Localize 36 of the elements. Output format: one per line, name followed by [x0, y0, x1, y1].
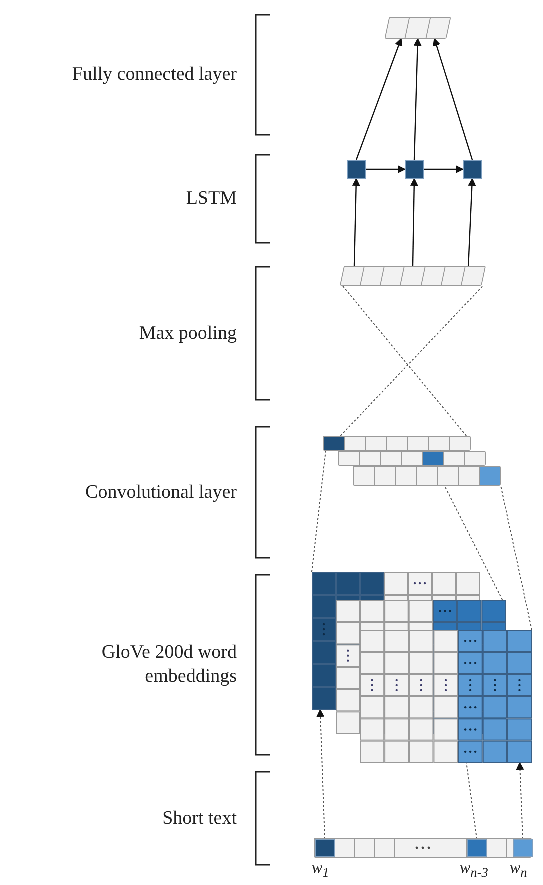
- arrow: [356, 38, 403, 160]
- word-label: w$_{n}$: [510, 860, 528, 882]
- layer-label: GloVe 200d word embeddings: [100, 641, 237, 689]
- token-cell: [467, 839, 487, 857]
- embedding-matrix: [360, 630, 532, 763]
- layer-label: Convolutional layer: [84, 480, 237, 504]
- layer-label: Max pooling: [138, 322, 237, 346]
- feature-map-row: [323, 436, 471, 451]
- feature-map-row: [353, 466, 501, 486]
- arrow: [432, 38, 474, 160]
- input-token-vector: [314, 838, 532, 858]
- projection-line: [500, 486, 532, 630]
- arrow: [410, 178, 418, 266]
- token-cell: [315, 839, 335, 857]
- layer-label: Fully connected layer: [71, 63, 237, 87]
- arrow: [516, 762, 524, 840]
- projection-line: [312, 450, 326, 572]
- pooling-vector: [340, 266, 486, 286]
- lstm-cell: [463, 160, 482, 179]
- projection-line: [444, 486, 504, 600]
- lstm-cell: [347, 160, 366, 179]
- token-cell: [513, 839, 533, 857]
- arrow: [424, 166, 464, 174]
- output-vector: [384, 17, 452, 39]
- arrow: [352, 178, 360, 266]
- arrow: [468, 178, 476, 266]
- lstm-cell: [405, 160, 424, 179]
- word-label: w$_{n-3}$: [460, 860, 488, 882]
- arrow: [316, 709, 326, 840]
- arrow: [366, 166, 406, 174]
- projection-line: [466, 762, 478, 840]
- layer-label: Short text: [162, 806, 237, 830]
- layer-label: LSTM: [185, 187, 237, 211]
- feature-map-row: [338, 451, 486, 466]
- arrow: [414, 38, 422, 160]
- word-label: w$_{1}$: [312, 860, 330, 882]
